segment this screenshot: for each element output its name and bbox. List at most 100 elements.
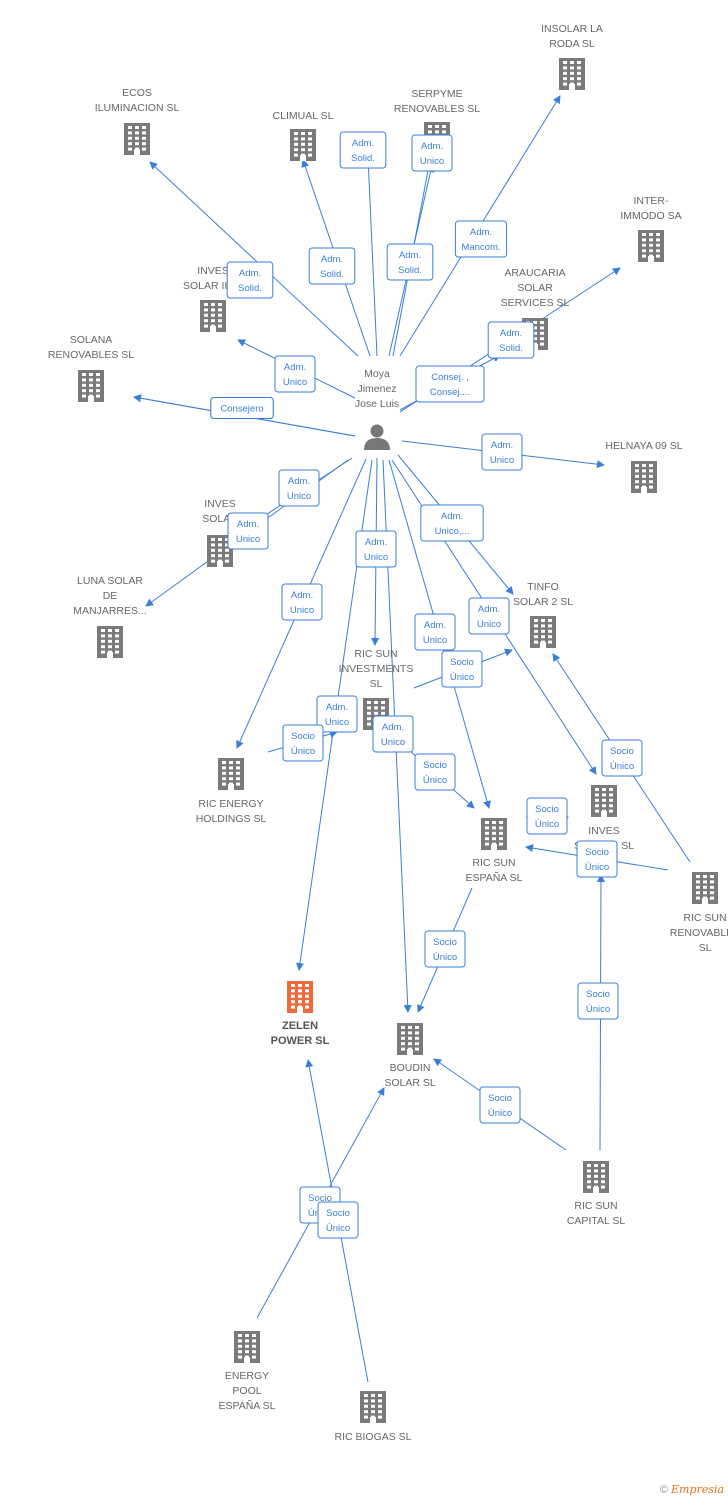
person-icon[interactable] xyxy=(364,424,390,451)
edge-label-box[interactable]: Adm.Unico xyxy=(278,469,320,507)
edge-label-box[interactable]: Adm.Solid. xyxy=(226,261,274,299)
building-door xyxy=(217,561,223,567)
company-node-helnaya[interactable] xyxy=(631,461,657,493)
building-window xyxy=(101,639,105,643)
edge-label-line: Único xyxy=(610,761,634,772)
edge-label-box[interactable]: Adm.Unico xyxy=(481,433,523,471)
edge-label-box[interactable]: Adm.Solid. xyxy=(308,247,356,285)
building-window xyxy=(222,782,226,786)
edge-label-box[interactable]: Adm.Unico,... xyxy=(420,504,484,542)
company-node-luna[interactable] xyxy=(97,626,123,658)
building-window xyxy=(563,61,567,64)
company-node-invessolar2[interactable] xyxy=(200,300,226,332)
building-window xyxy=(374,706,378,710)
building-window xyxy=(142,147,146,151)
building-window xyxy=(252,1339,256,1343)
label-line: RIC BIOGAS SL xyxy=(334,1431,411,1443)
building-window xyxy=(211,543,215,547)
company-node-solana[interactable] xyxy=(78,370,104,402)
building-door xyxy=(601,811,607,817)
edge-label-box[interactable]: Adm.Unico xyxy=(274,355,316,393)
building-window xyxy=(485,821,489,824)
label-line: HELNAYA 09 SL xyxy=(605,440,682,452)
company-node-insolar[interactable] xyxy=(559,58,585,90)
building-window xyxy=(601,1180,605,1184)
label-line: RODA SL xyxy=(549,38,595,50)
edge-label-box[interactable]: Adm.Unico xyxy=(468,597,510,635)
building-window xyxy=(218,313,222,317)
edge-label-box[interactable]: Adm.Unico xyxy=(414,613,456,651)
company-node-tinfo[interactable] xyxy=(530,616,556,648)
edge-label-box[interactable]: Adm.Unico xyxy=(411,134,453,172)
edge-label-box[interactable]: Adm.Unico xyxy=(355,530,397,568)
building-window xyxy=(305,989,309,993)
building-window xyxy=(101,645,105,649)
building-window xyxy=(371,1410,375,1414)
company-node-energypool[interactable] xyxy=(234,1331,260,1363)
edge-label-box[interactable]: Consej. ,Consej.... xyxy=(415,365,485,403)
edge-label-box[interactable]: Adm.Solid. xyxy=(487,321,535,359)
company-node-ricsunesp[interactable] xyxy=(481,818,507,850)
edge-label-box[interactable]: Adm.Solid. xyxy=(339,131,387,169)
building-window xyxy=(245,1350,249,1354)
building-window xyxy=(485,826,489,830)
building-window xyxy=(602,804,606,808)
company-node-intermodo[interactable] xyxy=(638,230,664,262)
edge-label-box[interactable]: Adm.Unico xyxy=(281,583,323,621)
label-line: RIC SUN xyxy=(574,1200,617,1212)
edge-label-box[interactable]: Adm.Solid. xyxy=(386,243,434,281)
edge-label-box[interactable]: Adm.Unico xyxy=(227,512,269,550)
building-window xyxy=(115,645,119,649)
building-window xyxy=(563,82,567,86)
building-door xyxy=(244,1357,250,1363)
building-window xyxy=(642,480,646,484)
building-window xyxy=(415,1026,419,1029)
edge-label-bg xyxy=(479,1086,521,1124)
edge-label-text: Adm.Unico xyxy=(287,476,311,502)
building-window xyxy=(587,1164,591,1167)
label-line: BOUDIN xyxy=(390,1062,431,1074)
building-window xyxy=(534,624,538,628)
watermark: © Empresia xyxy=(660,1483,724,1496)
building-window xyxy=(577,61,581,64)
company-node-climual[interactable] xyxy=(290,129,316,161)
edge-label-box[interactable]: Adm.Mancom. xyxy=(454,220,508,258)
company-node-ricsuncap[interactable] xyxy=(583,1161,609,1193)
company-node-ricenergy[interactable] xyxy=(218,758,244,790)
edge-label-box[interactable]: Consejero xyxy=(210,397,274,419)
edge-label-bg xyxy=(414,753,456,791)
building-window xyxy=(642,469,646,473)
company-node-ricsunren[interactable] xyxy=(692,872,718,904)
building-window xyxy=(570,66,574,70)
company-node-ricbiogas[interactable] xyxy=(360,1391,386,1423)
building-window xyxy=(308,142,312,146)
edge-label-line: Adm. xyxy=(352,138,374,149)
edge-label-text: Adm.Unico xyxy=(283,362,307,388)
edge-label-box[interactable]: Adm.Unico xyxy=(316,695,358,733)
label-line: POWER SL xyxy=(271,1035,330,1047)
company-node-invessol[interactable] xyxy=(591,785,617,817)
building-window xyxy=(696,875,700,878)
company-node-zelen[interactable] xyxy=(287,981,313,1013)
copyright-symbol: © xyxy=(659,1484,668,1496)
building-window xyxy=(492,826,496,830)
edge-label-line: Adm. xyxy=(470,227,492,238)
edge-label-box[interactable]: Adm.Unico xyxy=(372,715,414,753)
company-node-boudin[interactable] xyxy=(397,1023,423,1055)
building-window xyxy=(594,1174,598,1178)
building-window xyxy=(236,782,240,786)
company-node-ecos[interactable] xyxy=(124,123,150,155)
